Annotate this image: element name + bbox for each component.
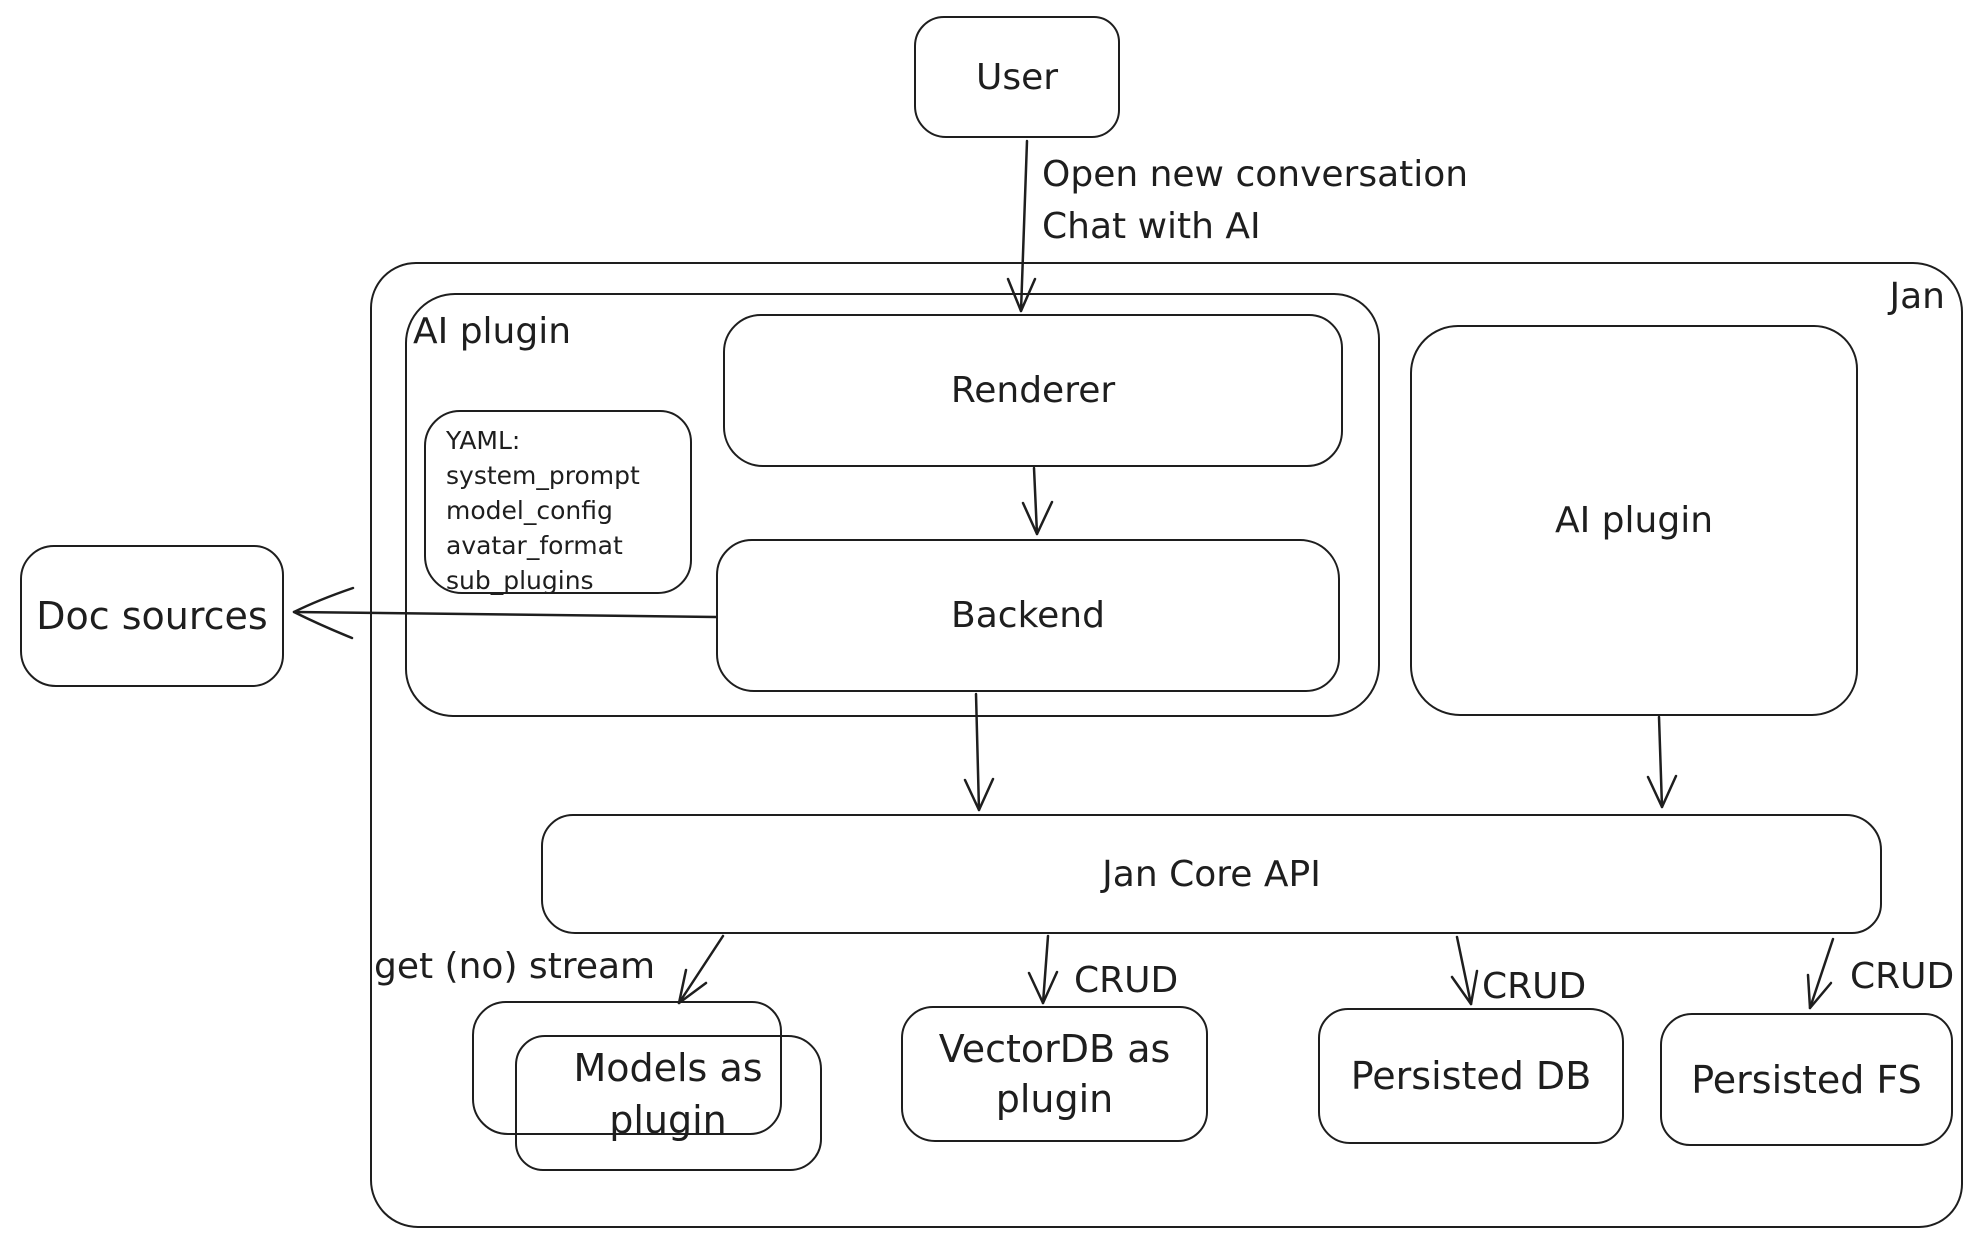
- jan-container-label: Jan: [1889, 276, 1946, 317]
- backend-node-label: Backend: [951, 595, 1105, 636]
- ai-plugin-left-label: AI plugin: [413, 311, 572, 352]
- models-plugin-label: Models as plugin: [573, 1046, 763, 1142]
- persisted-fs-node: Persisted FS: [1660, 1013, 1953, 1146]
- yaml-note-line: avatar_format: [446, 531, 623, 560]
- yaml-note-line: YAML:: [446, 426, 521, 455]
- yaml-note-line: sub_plugins: [446, 566, 594, 595]
- renderer-node-label: Renderer: [950, 370, 1116, 411]
- edge-label-crud-vectordb: CRUD: [1074, 960, 1179, 1001]
- persisted-fs-label: Persisted FS: [1691, 1057, 1922, 1102]
- yaml-note-line: model_config: [446, 496, 613, 525]
- edge-label-chat-with-ai: Chat with AI: [1042, 206, 1261, 247]
- edge-label-get-no-stream: get (no) stream: [374, 946, 656, 987]
- doc-sources-label: Doc sources: [36, 594, 268, 638]
- yaml-note-line: system_prompt: [446, 461, 640, 490]
- edge-label-crud-persisted-db: CRUD: [1482, 966, 1587, 1007]
- vectordb-plugin-node: VectorDB as plugin: [901, 1006, 1208, 1142]
- models-plugin-node-back: [472, 1001, 782, 1135]
- backend-node: Backend: [716, 539, 1340, 692]
- renderer-node: Renderer: [723, 314, 1343, 467]
- doc-sources-node: Doc sources: [20, 545, 284, 687]
- persisted-db-label: Persisted DB: [1350, 1054, 1592, 1098]
- jan-container: Jan: [370, 262, 1963, 1228]
- jan-core-api-node: Jan Core API: [541, 814, 1882, 934]
- user-node: User: [914, 16, 1120, 138]
- ai-plugin-right-node: AI plugin: [1410, 325, 1858, 716]
- jan-core-api-label: Jan Core API: [1102, 853, 1321, 895]
- edge-label-crud-persisted-fs: CRUD: [1850, 956, 1955, 997]
- vectordb-plugin-label: VectorDB as plugin: [938, 1027, 1171, 1121]
- yaml-note: YAML: system_prompt model_config avatar_…: [424, 410, 692, 595]
- edge-label-open-conversation: Open new conversation: [1042, 154, 1469, 195]
- persisted-db-node: Persisted DB: [1318, 1008, 1624, 1144]
- ai-plugin-left-container: AI plugin: [405, 293, 1380, 717]
- ai-plugin-right-label: AI plugin: [1554, 500, 1714, 541]
- models-plugin-node: [515, 1035, 822, 1171]
- user-node-label: User: [975, 56, 1059, 98]
